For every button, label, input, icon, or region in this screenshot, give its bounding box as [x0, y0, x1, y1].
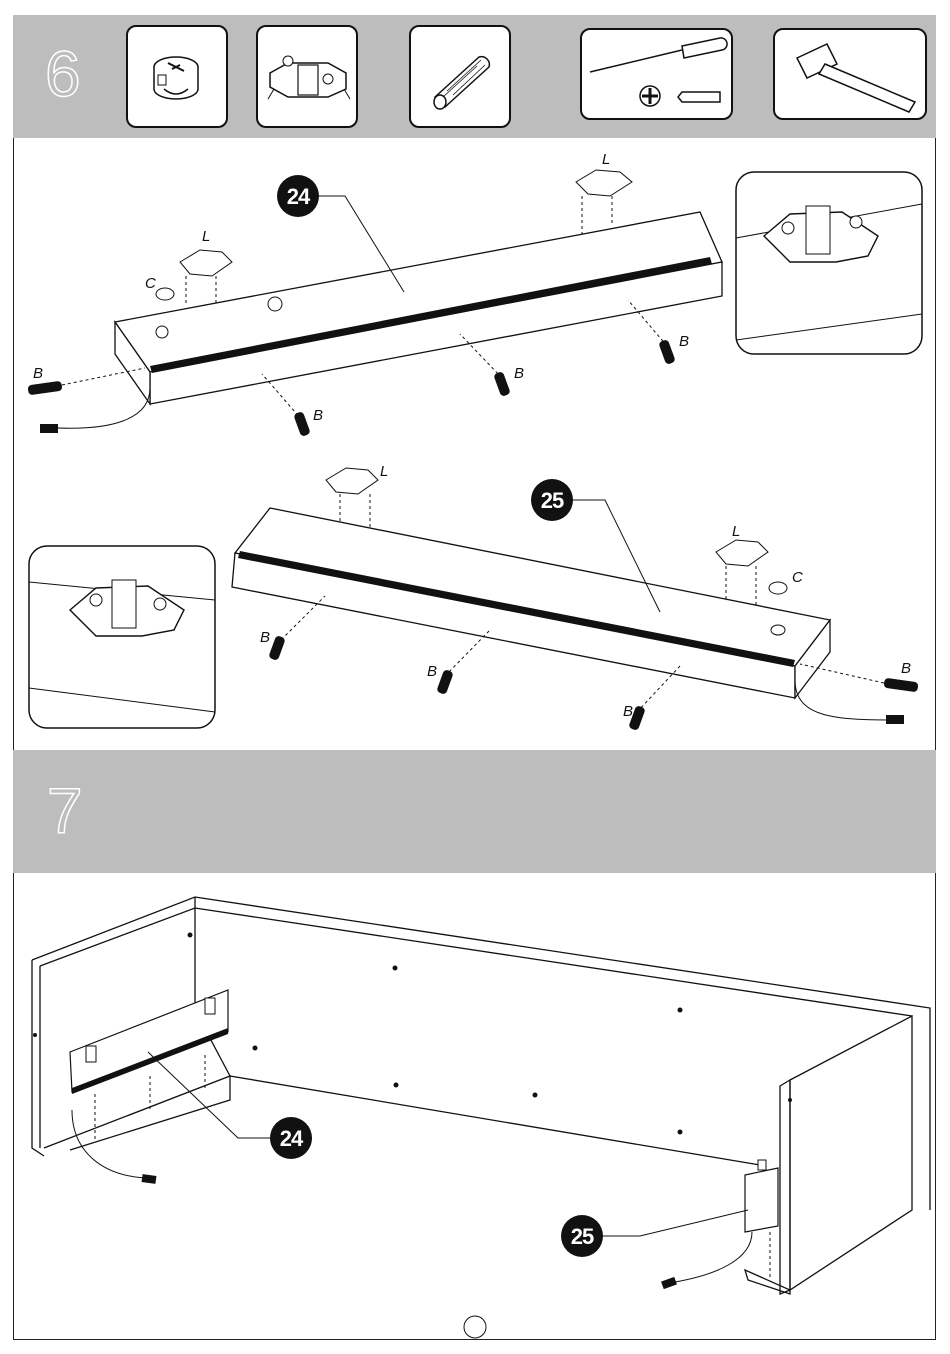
step-number: 6 [45, 37, 81, 111]
svg-text:25: 25 [571, 1224, 594, 1249]
label-C: C [145, 275, 156, 292]
label-B: B [260, 629, 270, 646]
svg-text:25: 25 [541, 488, 564, 513]
label-C: C [792, 569, 803, 586]
label-B: B [313, 407, 323, 424]
label-L: L [380, 463, 388, 480]
svg-text:24: 24 [287, 184, 311, 209]
tool-box-hinge-plate [256, 25, 358, 128]
detail-callout-hinge [29, 546, 215, 728]
label-B: B [33, 365, 43, 382]
cam-lock-icon [128, 27, 226, 126]
part-badge-24: 24 [270, 1117, 312, 1159]
cabinet-carcass [32, 897, 930, 1294]
rail-25 [745, 1160, 778, 1232]
label-L: L [732, 523, 740, 540]
step-6-header: 6 [13, 15, 936, 138]
tool-box-screwdrivers [580, 28, 733, 120]
rail-24 [70, 990, 228, 1094]
label-B: B [679, 333, 689, 350]
part-badge-25: 25 [531, 479, 573, 521]
screwdriver-icon [582, 30, 731, 118]
tool-box-hammer [773, 28, 927, 120]
step-7-header: 7 [13, 750, 936, 873]
label-L: L [602, 151, 610, 168]
page-number-circle [464, 1316, 486, 1338]
label-B: B [901, 660, 911, 677]
dowel-icon [411, 27, 509, 126]
detail-callout-hinge [736, 172, 922, 354]
svg-text:24: 24 [280, 1126, 304, 1151]
label-B: B [427, 663, 437, 680]
step-number: 7 [47, 774, 83, 848]
hammer-icon [775, 30, 925, 118]
hinge-plate-icon [258, 27, 356, 126]
step-7-diagram: 24 25 [0, 873, 950, 1340]
tool-box-dowel [409, 25, 511, 128]
step-6-diagram: 24 25 L L L L C C B B B B B B B B [0, 138, 950, 750]
label-B: B [514, 365, 524, 382]
label-B: B [623, 703, 633, 720]
label-L: L [202, 228, 210, 245]
part-badge-24: 24 [277, 175, 319, 217]
tool-box-cam-lock [126, 25, 228, 128]
part-badge-25: 25 [561, 1215, 603, 1257]
